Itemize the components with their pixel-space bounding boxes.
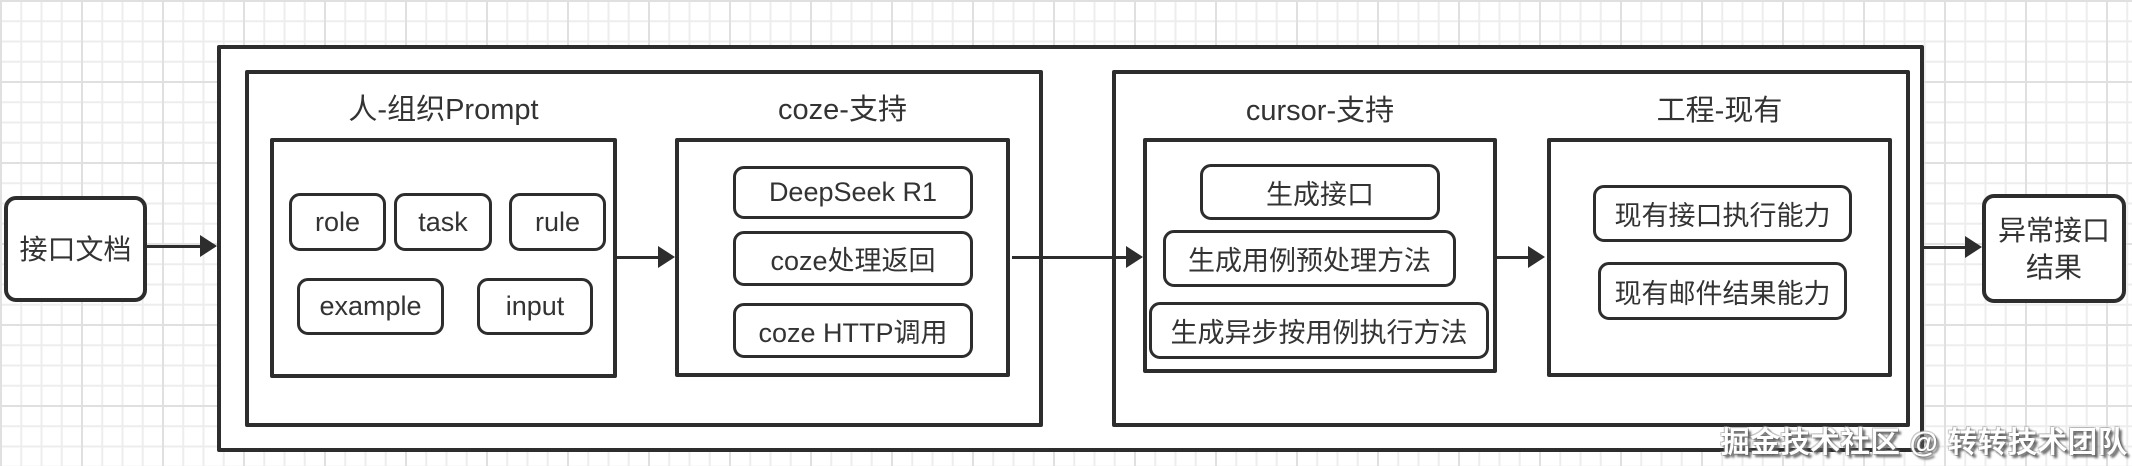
arrow-shaft <box>147 244 202 248</box>
arrow-prompt-to-coze <box>617 246 675 268</box>
arrow-head-icon <box>1528 246 1545 268</box>
section-title-coze: coze-支持 <box>778 94 907 126</box>
prompt-item-task: task <box>394 193 492 251</box>
input-doc-node-label: 接口文档 <box>19 233 132 265</box>
input-doc-node: 接口文档 <box>4 196 147 302</box>
arrow-shaft <box>1012 255 1128 259</box>
section-title-engineering: 工程-现有 <box>1656 95 1783 127</box>
arrow-cursor-to-engineering <box>1497 246 1545 268</box>
coze-item-http-call: coze HTTP调用 <box>733 303 973 358</box>
section-title-cursor: cursor-支持 <box>1245 95 1395 127</box>
result-node: 异常接口 结果 <box>1982 194 2126 303</box>
arrow-head-icon <box>200 235 217 257</box>
arrow-shaft <box>617 255 660 259</box>
section-title-prompt: 人-组织Prompt <box>348 94 539 126</box>
section-box-prompt <box>270 138 617 378</box>
watermark: 掘金技术社区 @ 转转技术团队 <box>1720 427 2128 459</box>
arrow-input-to-pipeline <box>147 235 217 257</box>
cursor-item-gen-async-exec: 生成异步按用例执行方法 <box>1149 302 1489 359</box>
prompt-item-role: role <box>289 193 386 251</box>
result-node-label: 异常接口 结果 <box>1998 212 2110 286</box>
coze-item-deepseek: DeepSeek R1 <box>733 166 973 219</box>
arrow-head-icon <box>1126 246 1143 268</box>
arrow-pipeline-to-result <box>1924 236 1982 258</box>
result-node-line2: 结果 <box>2025 251 2082 283</box>
cursor-item-gen-interface: 生成接口 <box>1200 164 1440 220</box>
arrow-coze-to-cursor <box>1012 246 1143 268</box>
engineering-item-interface-exec: 现有接口执行能力 <box>1593 185 1852 242</box>
section-box-engineering <box>1547 138 1892 377</box>
coze-item-handle-return: coze处理返回 <box>733 231 973 286</box>
arrow-shaft <box>1924 245 1967 249</box>
result-node-line1: 异常接口 <box>1997 214 2110 246</box>
prompt-item-example: example <box>297 278 444 335</box>
prompt-item-rule: rule <box>509 193 606 251</box>
arrow-head-icon <box>658 246 675 268</box>
cursor-item-gen-preprocess: 生成用例预处理方法 <box>1163 230 1456 287</box>
prompt-item-input: input <box>477 278 593 335</box>
engineering-item-mail-result: 现有邮件结果能力 <box>1598 262 1847 320</box>
arrow-head-icon <box>1965 236 1982 258</box>
arrow-shaft <box>1497 255 1530 259</box>
